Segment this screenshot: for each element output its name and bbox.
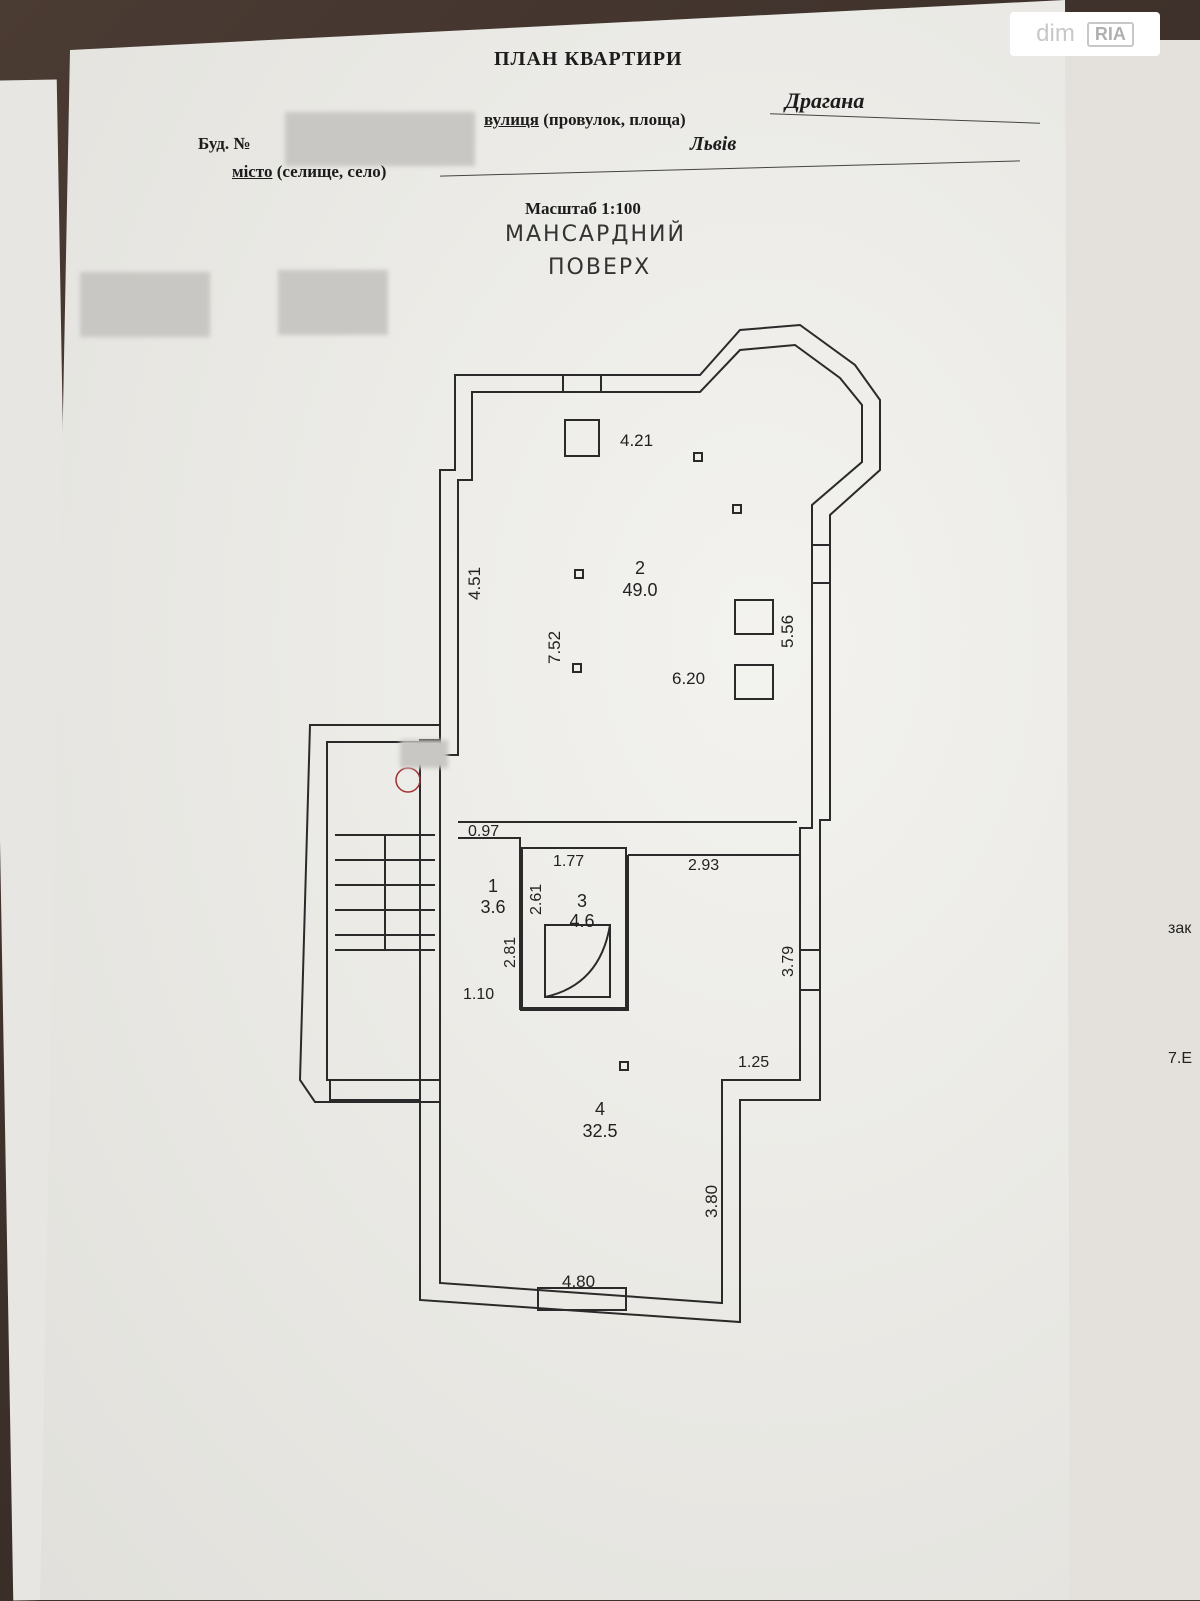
room-1-number: 1 xyxy=(488,876,498,896)
dim-5-56: 5.56 xyxy=(778,615,797,648)
watermark-dim: dim xyxy=(1036,20,1075,47)
city-value: Львів xyxy=(690,133,737,155)
dim-1-10: 1.10 xyxy=(463,986,494,1003)
stairwell-outer xyxy=(298,724,441,1103)
redacted-block-2 xyxy=(278,270,388,335)
partition-wall xyxy=(458,821,800,1011)
shower xyxy=(544,924,611,998)
city-label-rest: (селище, село) xyxy=(276,162,387,181)
room-2-area: 49.0 xyxy=(622,580,657,600)
building-label: Буд. № xyxy=(198,134,251,153)
street-label-underlined: вулиця xyxy=(484,110,540,129)
document-title: ПЛАН КВАРТИРИ xyxy=(494,48,683,70)
redacted-block-1 xyxy=(80,272,210,337)
street-value: Драгана xyxy=(785,88,865,113)
dim-4-21: 4.21 xyxy=(620,431,653,450)
floor-title-line2: ПОВЕРХ xyxy=(548,255,652,280)
street-label: вулиця (провулок, площа) xyxy=(484,110,686,130)
document-page xyxy=(40,0,1070,1600)
window-bedroom xyxy=(799,949,821,991)
room-3-area: 4.6 xyxy=(569,911,594,931)
window-stair xyxy=(329,1079,421,1101)
right-fragment-2: 7.Е xyxy=(1168,1050,1193,1067)
column-2 xyxy=(732,504,742,514)
dim-1-77: 1.77 xyxy=(553,853,584,870)
window-bottom xyxy=(537,1287,627,1311)
room-2-number: 2 xyxy=(635,558,645,578)
scale-label: Масштаб 1:100 xyxy=(525,199,641,218)
dim-3-80: 3.80 xyxy=(702,1185,721,1218)
skylight-2 xyxy=(734,599,774,635)
room-4-number: 4 xyxy=(595,1099,605,1119)
city-label: місто (селище, село) xyxy=(232,162,386,182)
dim-0-97: 0.97 xyxy=(468,823,499,840)
street-label-rest: (провулок, площа) xyxy=(543,110,686,129)
floor-title-line1: МАНСАРДНИЙ xyxy=(505,222,686,247)
skylight-1 xyxy=(564,419,600,457)
redacted-building-number xyxy=(285,112,475,166)
redacted-small xyxy=(400,740,448,768)
window-top xyxy=(562,374,602,393)
column-4 xyxy=(572,663,582,673)
dim-2-81: 2.81 xyxy=(502,937,519,968)
dim-2-61: 2.61 xyxy=(528,884,545,915)
dim-3-79: 3.79 xyxy=(780,946,797,977)
dim-4-51: 4.51 xyxy=(465,567,484,600)
inner-wall xyxy=(439,343,863,1305)
watermark: dim RIA xyxy=(1010,12,1160,56)
window-right xyxy=(811,544,831,584)
watermark-ria: RIA xyxy=(1086,21,1134,47)
city-label-underlined: місто xyxy=(232,162,273,181)
door-mark xyxy=(395,767,421,793)
dim-1-25: 1.25 xyxy=(738,1054,769,1071)
dim-6-20: 6.20 xyxy=(672,669,705,688)
skylight-3 xyxy=(734,664,774,700)
room-4-area: 32.5 xyxy=(582,1121,617,1141)
room-1-area: 3.6 xyxy=(480,897,505,917)
right-fragment-1: зак xyxy=(1168,920,1192,937)
column-5 xyxy=(619,1061,629,1071)
right-sheet: зак 7.Е xyxy=(1060,40,1200,1600)
column-3 xyxy=(574,569,584,579)
bathroom-walls xyxy=(521,847,627,1009)
dim-2-93: 2.93 xyxy=(688,857,719,874)
dim-7-52: 7.52 xyxy=(545,631,564,664)
dim-4-80: 4.80 xyxy=(562,1272,595,1291)
column-1 xyxy=(693,452,703,462)
stair-treads xyxy=(335,834,435,951)
room-3-number: 3 xyxy=(577,891,587,911)
